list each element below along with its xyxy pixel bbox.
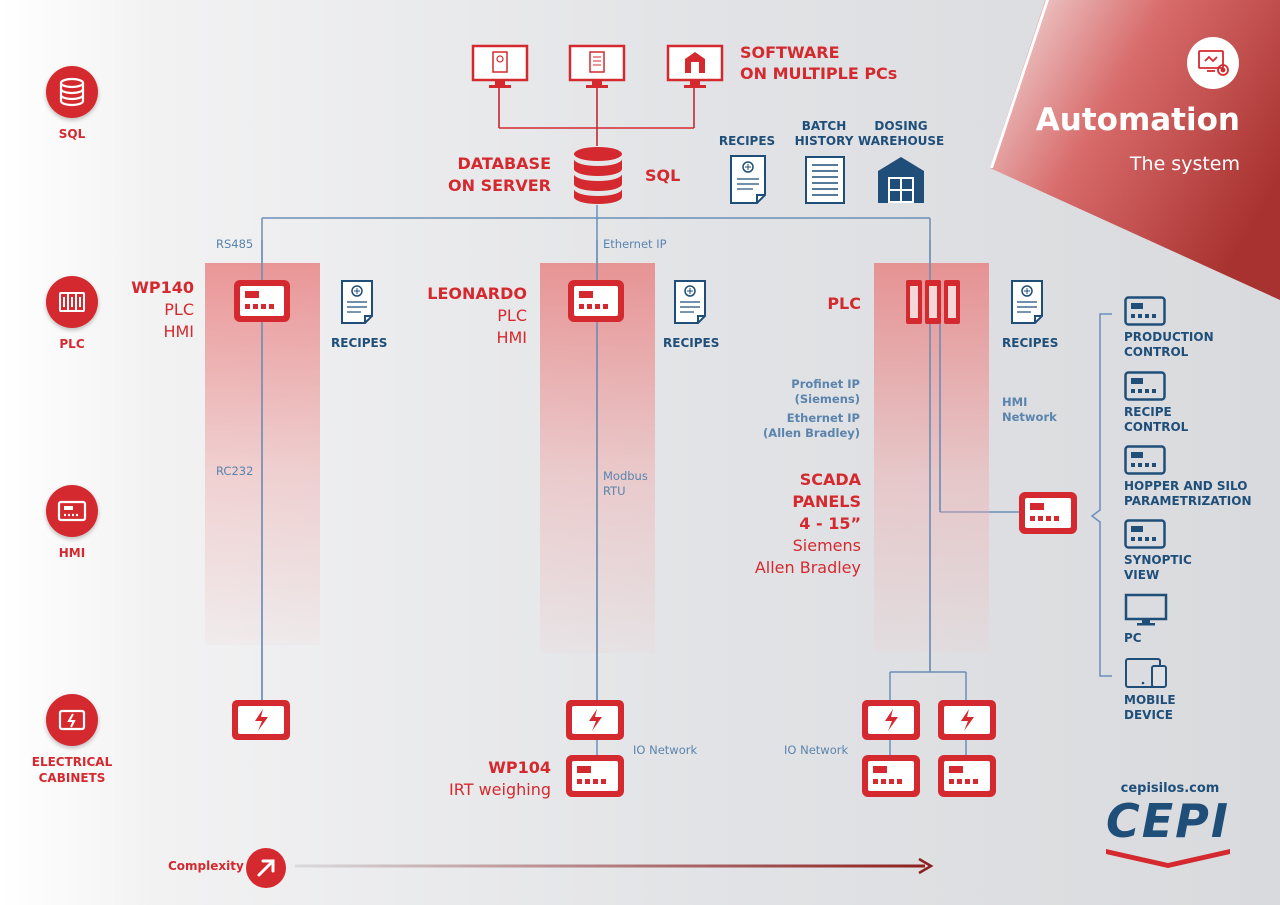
level-label-sql: SQL: [58, 127, 86, 141]
hmi-panel-icon: [938, 755, 996, 797]
recipe-document-icon: [730, 155, 766, 204]
pc-monitor-icon: [666, 44, 724, 88]
wp140-label: WP140 PLC HMI: [131, 278, 194, 341]
hmi-panel-icon: [234, 280, 290, 322]
recipe-document-icon: [674, 280, 706, 324]
io-network-label: IO Network: [633, 743, 698, 757]
io-network-label: IO Network: [784, 743, 849, 757]
electrical-cabinet-icon: [232, 700, 290, 740]
database-server-icon: [574, 147, 622, 204]
electrical-cabinet-icon: [46, 694, 98, 746]
hmi-panel-icon: [862, 755, 920, 797]
leonardo-label: LEONARDO PLC HMI: [427, 284, 527, 347]
column-band-plc: [874, 263, 989, 653]
hmi-panel-icon: [566, 755, 624, 797]
link-label-ethernet-ip: Ethernet IP: [603, 237, 667, 251]
cepi-logo: CEPI: [1088, 795, 1248, 870]
mobile-device-icon: [1125, 658, 1167, 688]
protocol-ethernet: Ethernet IP(Allen Bradley): [763, 411, 860, 440]
scada-panels-label: SCADA PANELS 4 - 15” Siemens Allen Bradl…: [754, 470, 861, 577]
automation-icon: [1187, 37, 1239, 89]
doc-label-recipes: RECIPES: [331, 336, 388, 350]
panel-icon: [1124, 519, 1166, 549]
recipe-document-icon: [1011, 280, 1043, 324]
panel-icon: [1124, 445, 1166, 475]
sql-label: SQL: [645, 166, 681, 185]
panel-icon: [1124, 296, 1166, 326]
database-icon: [46, 66, 98, 118]
electrical-cabinet-icon: [938, 700, 996, 740]
doc-label-recipes: RECIPES: [718, 134, 776, 148]
list-item: PC: [1124, 593, 1274, 657]
page-subtitle: The system: [1129, 153, 1240, 175]
plc-rack-icon: [906, 280, 960, 324]
complexity-arrow: [295, 857, 934, 875]
electrical-cabinet-icon: [566, 700, 624, 740]
doc-label-recipes: RECIPES: [1002, 336, 1059, 350]
doc-label-recipes: RECIPES: [663, 336, 720, 350]
plc-label: PLC: [827, 294, 861, 313]
level-label-hmi: HMI: [58, 546, 86, 560]
batch-history-icon: [805, 156, 845, 204]
protocol-profinet: Profinet IP(Siemens): [791, 377, 860, 406]
arrow-up-right-icon: [246, 848, 286, 888]
pc-monitor-icon: [471, 44, 529, 88]
recipe-document-icon: [341, 280, 373, 324]
link-label-rc232: RC232: [216, 464, 254, 478]
link-label-rs485: RS485: [216, 237, 254, 251]
wp104-label: WP104 IRT weighing: [449, 758, 551, 799]
electrical-cabinet-icon: [862, 700, 920, 740]
hmi-icon: [46, 485, 98, 537]
page-title: Automation: [1035, 102, 1240, 138]
hmi-panel-icon: [568, 280, 624, 322]
panel-icon: [1124, 371, 1166, 401]
scada-panel-icon: [1019, 492, 1077, 534]
warehouse-icon: [878, 157, 924, 203]
level-label-plc: PLC: [59, 337, 85, 351]
monitor-icon: [1124, 593, 1168, 626]
pc-monitor-icon: [568, 44, 626, 88]
plc-icon: [46, 276, 98, 328]
complexity-label: Complexity: [168, 859, 244, 873]
website-label: cepisilos.com: [1120, 781, 1220, 796]
